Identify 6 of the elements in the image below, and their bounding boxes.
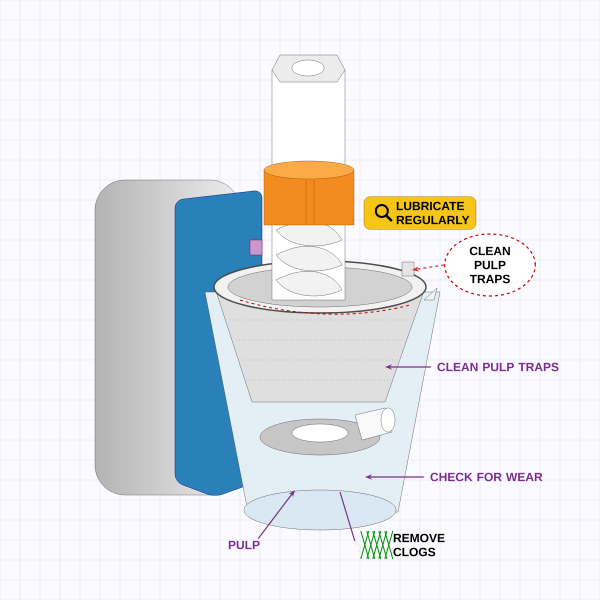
callout-label: PULP (228, 540, 260, 550)
callout-box: LUBRICATE REGULARLY (364, 196, 476, 230)
callout-label: CHECK FOR WEAR (430, 472, 542, 482)
callout-label: CLEAN PULP TRAPS (438, 362, 559, 372)
leader-line (339, 492, 356, 542)
callout-label: REMOVE CLOGS (394, 534, 445, 556)
